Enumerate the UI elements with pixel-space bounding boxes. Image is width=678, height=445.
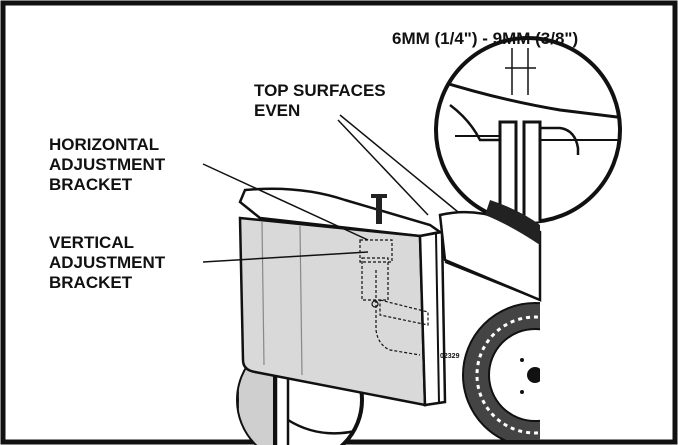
top-surfaces-label-line2: EVEN [254,101,300,120]
vertical-bracket-label-line2: ADJUSTMENT [49,253,166,272]
horizontal-bracket-label-line1: HORIZONTAL [49,135,159,154]
rear-wheel [462,302,540,440]
grass-bag [238,187,447,407]
horizontal-bracket-label-line3: BRACKET [49,175,133,194]
leader-lines [202,114,459,263]
gap-spec-label: 6MM (1/4") - 9MM (3/8") [392,29,578,48]
bag-handle [376,196,382,224]
tractor-body [438,200,542,440]
vertical-bracket-label-line1: VERTICAL [49,233,134,252]
gap-detail-inset [434,36,622,224]
figure-number: 02329 [440,353,460,360]
horizontal-bracket-label-line2: ADJUSTMENT [49,155,166,174]
vertical-bracket-label-line3: BRACKET [49,273,133,292]
top-surfaces-label-line1: TOP SURFACES [254,81,386,100]
